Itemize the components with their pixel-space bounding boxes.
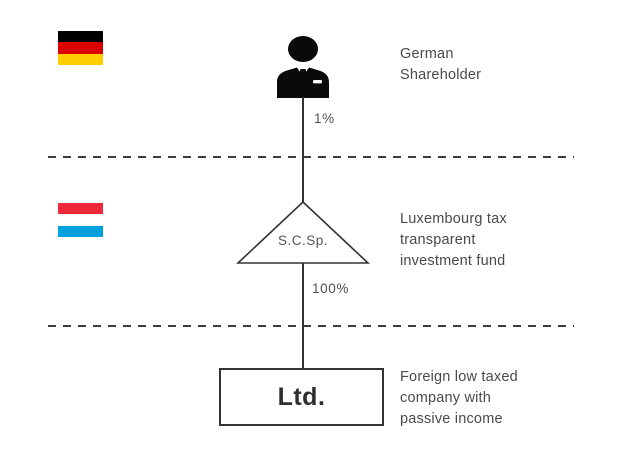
company-entity-label: Ltd.: [277, 382, 326, 411]
shareholder-ownership-label: 1%: [314, 111, 335, 126]
germany-flag: [58, 31, 103, 65]
connector-fund-company: [302, 262, 304, 369]
businessman-icon: [277, 36, 329, 98]
flag-stripe: [58, 214, 103, 226]
company-description: Foreign low taxed company with passive i…: [400, 369, 518, 427]
flag-stripe: [58, 225, 103, 237]
flag-stripe: [58, 31, 103, 43]
fund-description: Luxembourg tax transparent investment fu…: [400, 211, 507, 269]
fund-ownership-label: 100%: [312, 281, 349, 296]
shareholder-description: German Shareholder: [400, 46, 482, 83]
jurisdiction-separator-top: [48, 156, 574, 158]
luxembourg-flag: [58, 203, 103, 237]
connector-shareholder-fund: [302, 97, 304, 204]
fund-entity-label: S.C.Sp.: [277, 233, 329, 248]
flag-stripe: [58, 203, 103, 215]
flag-stripe: [58, 53, 103, 65]
jurisdiction-separator-bottom: [48, 325, 574, 327]
company-box: Ltd.: [219, 368, 384, 426]
flag-stripe: [58, 42, 103, 54]
fund-triangle: [236, 200, 370, 264]
